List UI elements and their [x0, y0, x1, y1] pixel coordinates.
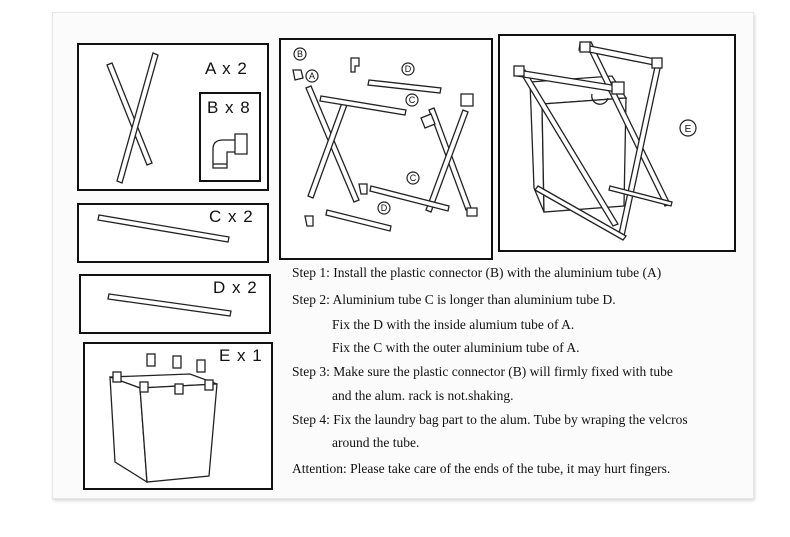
exploded-assembly-drawing: B A D C C D — [292, 47, 478, 232]
callout-d-top: D — [405, 64, 412, 74]
parts-box-b: B x 8 — [199, 92, 261, 182]
callout-c-top-circle — [405, 93, 419, 107]
attention-note: Attention: Please take care of the ends … — [292, 461, 671, 476]
part-b-label: B x 8 — [207, 98, 251, 117]
callout-d-bottom: D — [381, 203, 388, 213]
step-4: Step 4: Fix the laundry bag part to the … — [292, 412, 688, 427]
assembled-hamper-drawing: E — [513, 41, 697, 241]
callout-a: A — [309, 71, 315, 81]
callout-d-bottom-circle — [377, 201, 391, 215]
callout-e: E — [685, 124, 692, 135]
step-2-line-3: Fix the C with the outer aluminium tube … — [332, 340, 580, 355]
connector-b-illustration — [212, 133, 248, 169]
step-4-line-2: around the tube. — [332, 435, 420, 450]
step-1: Step 1: Install the plastic connector (B… — [292, 265, 662, 280]
part-a-label: A x 2 — [205, 59, 248, 78]
part-d-label: D x 2 — [213, 278, 258, 297]
callout-c-mid-circle — [406, 171, 420, 185]
callout-d-top-circle — [401, 62, 415, 76]
part-e-label: E x 1 — [219, 346, 263, 365]
callout-b: B — [297, 49, 303, 59]
exploded-assembly-diagram: B A D C C D — [279, 38, 493, 260]
parts-box-d: D x 2 — [79, 274, 271, 334]
assembled-hamper-diagram: E — [498, 34, 736, 252]
callout-c-mid: C — [410, 173, 417, 183]
callout-a-circle — [305, 69, 319, 83]
parts-box-c: C x 2 — [77, 203, 269, 263]
step-2-line-2: Fix the D with the inside alumium tube o… — [332, 317, 575, 332]
tube-d-illustration — [107, 293, 232, 317]
step-3: Step 3: Make sure the plastic connector … — [292, 364, 673, 379]
part-c-label: C x 2 — [209, 207, 254, 226]
callout-b-circle — [293, 47, 307, 61]
tube-c-illustration — [97, 214, 230, 243]
parts-box-e: E x 1 — [83, 342, 273, 490]
step-2: Step 2: Aluminium tube C is longer than … — [292, 292, 616, 307]
callout-e-circle — [679, 119, 697, 137]
laundry-bag-illustration — [109, 353, 218, 484]
parts-box-a-b: A x 2 — [77, 43, 269, 191]
step-3-line-2: and the alum. rack is not.shaking. — [332, 388, 514, 403]
tube-a-pair-illustration — [106, 52, 159, 184]
callout-c-top: C — [409, 95, 416, 105]
